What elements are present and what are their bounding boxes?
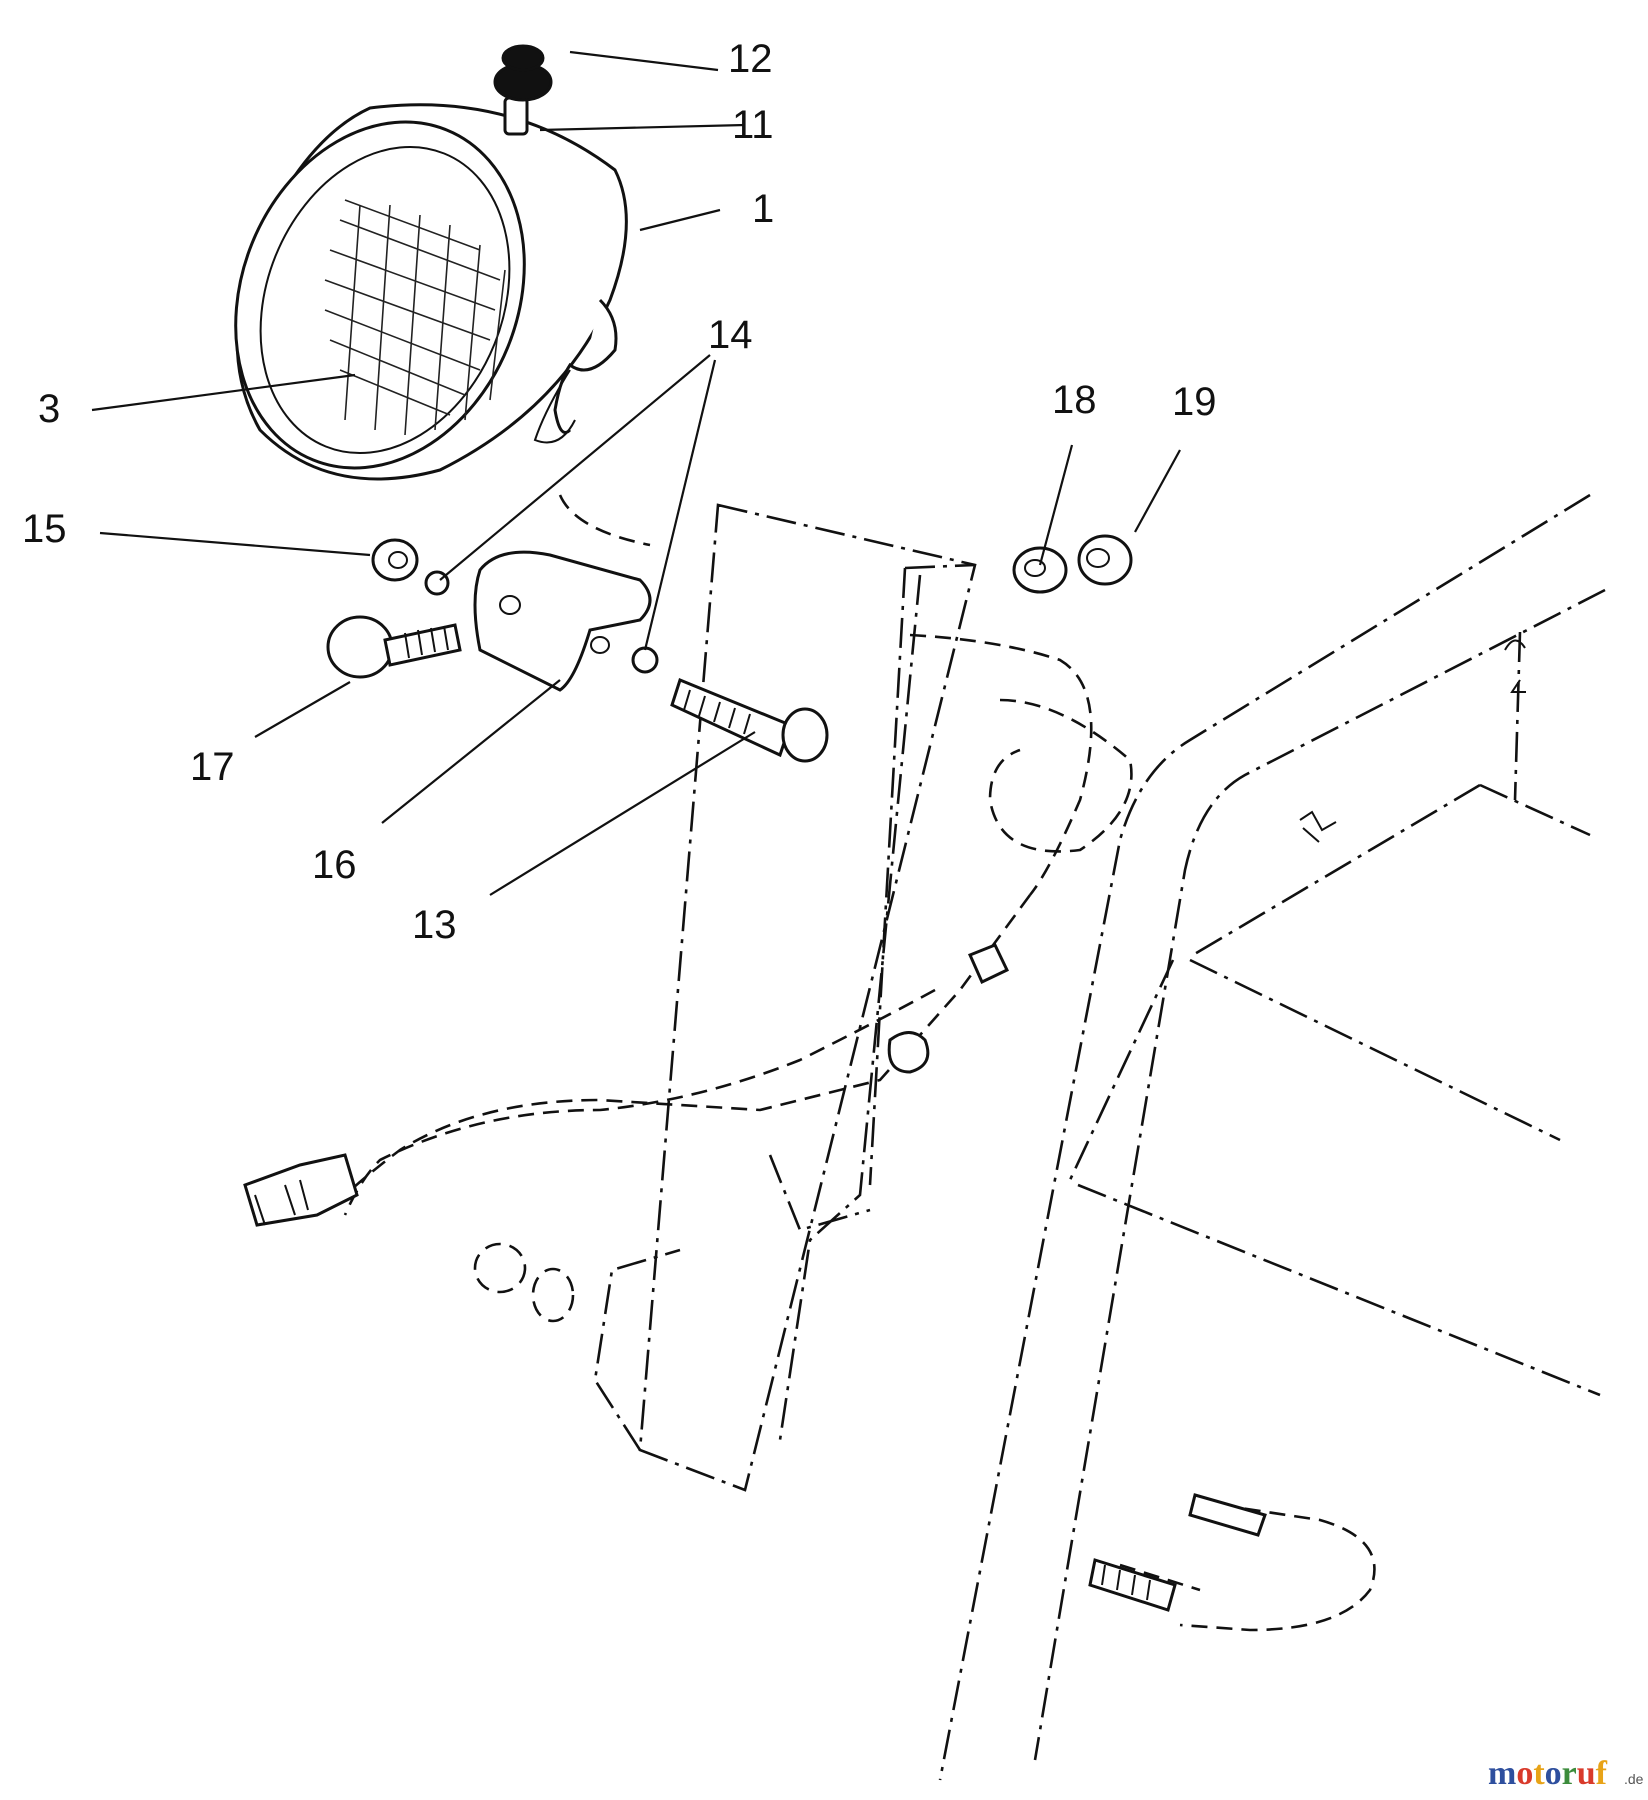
callout-12: 12 [728,37,773,81]
callout-11: 11 [732,103,774,147]
mounting-bracket [593,503,977,1492]
watermark-suffix: .de [1624,1771,1644,1787]
callout-labels: 12 11 1 14 3 18 19 15 17 16 13 [22,37,1217,947]
callout-13: 13 [412,903,457,947]
wire-harness [243,494,1133,1227]
leader-lines [91,50,1181,896]
callout-3: 3 [38,387,60,431]
headlight-assembly [234,103,628,481]
vehicle-body-outline [938,493,1606,1781]
watermark-brand: motoruf [1488,1755,1608,1792]
watermark-logo: motoruf .de [1488,1755,1644,1792]
headlight-stud-and-knob [493,44,553,136]
callout-14: 14 [708,313,753,357]
small-hardware [326,534,1133,763]
callout-1: 1 [752,187,774,231]
callout-19: 19 [1172,380,1217,424]
callout-15: 15 [22,507,67,551]
lens-grid-pattern [324,199,506,436]
callout-17: 17 [190,745,235,789]
lower-fasteners [473,1242,1376,1632]
callout-16: 16 [312,843,357,887]
callout-18: 18 [1052,378,1097,422]
